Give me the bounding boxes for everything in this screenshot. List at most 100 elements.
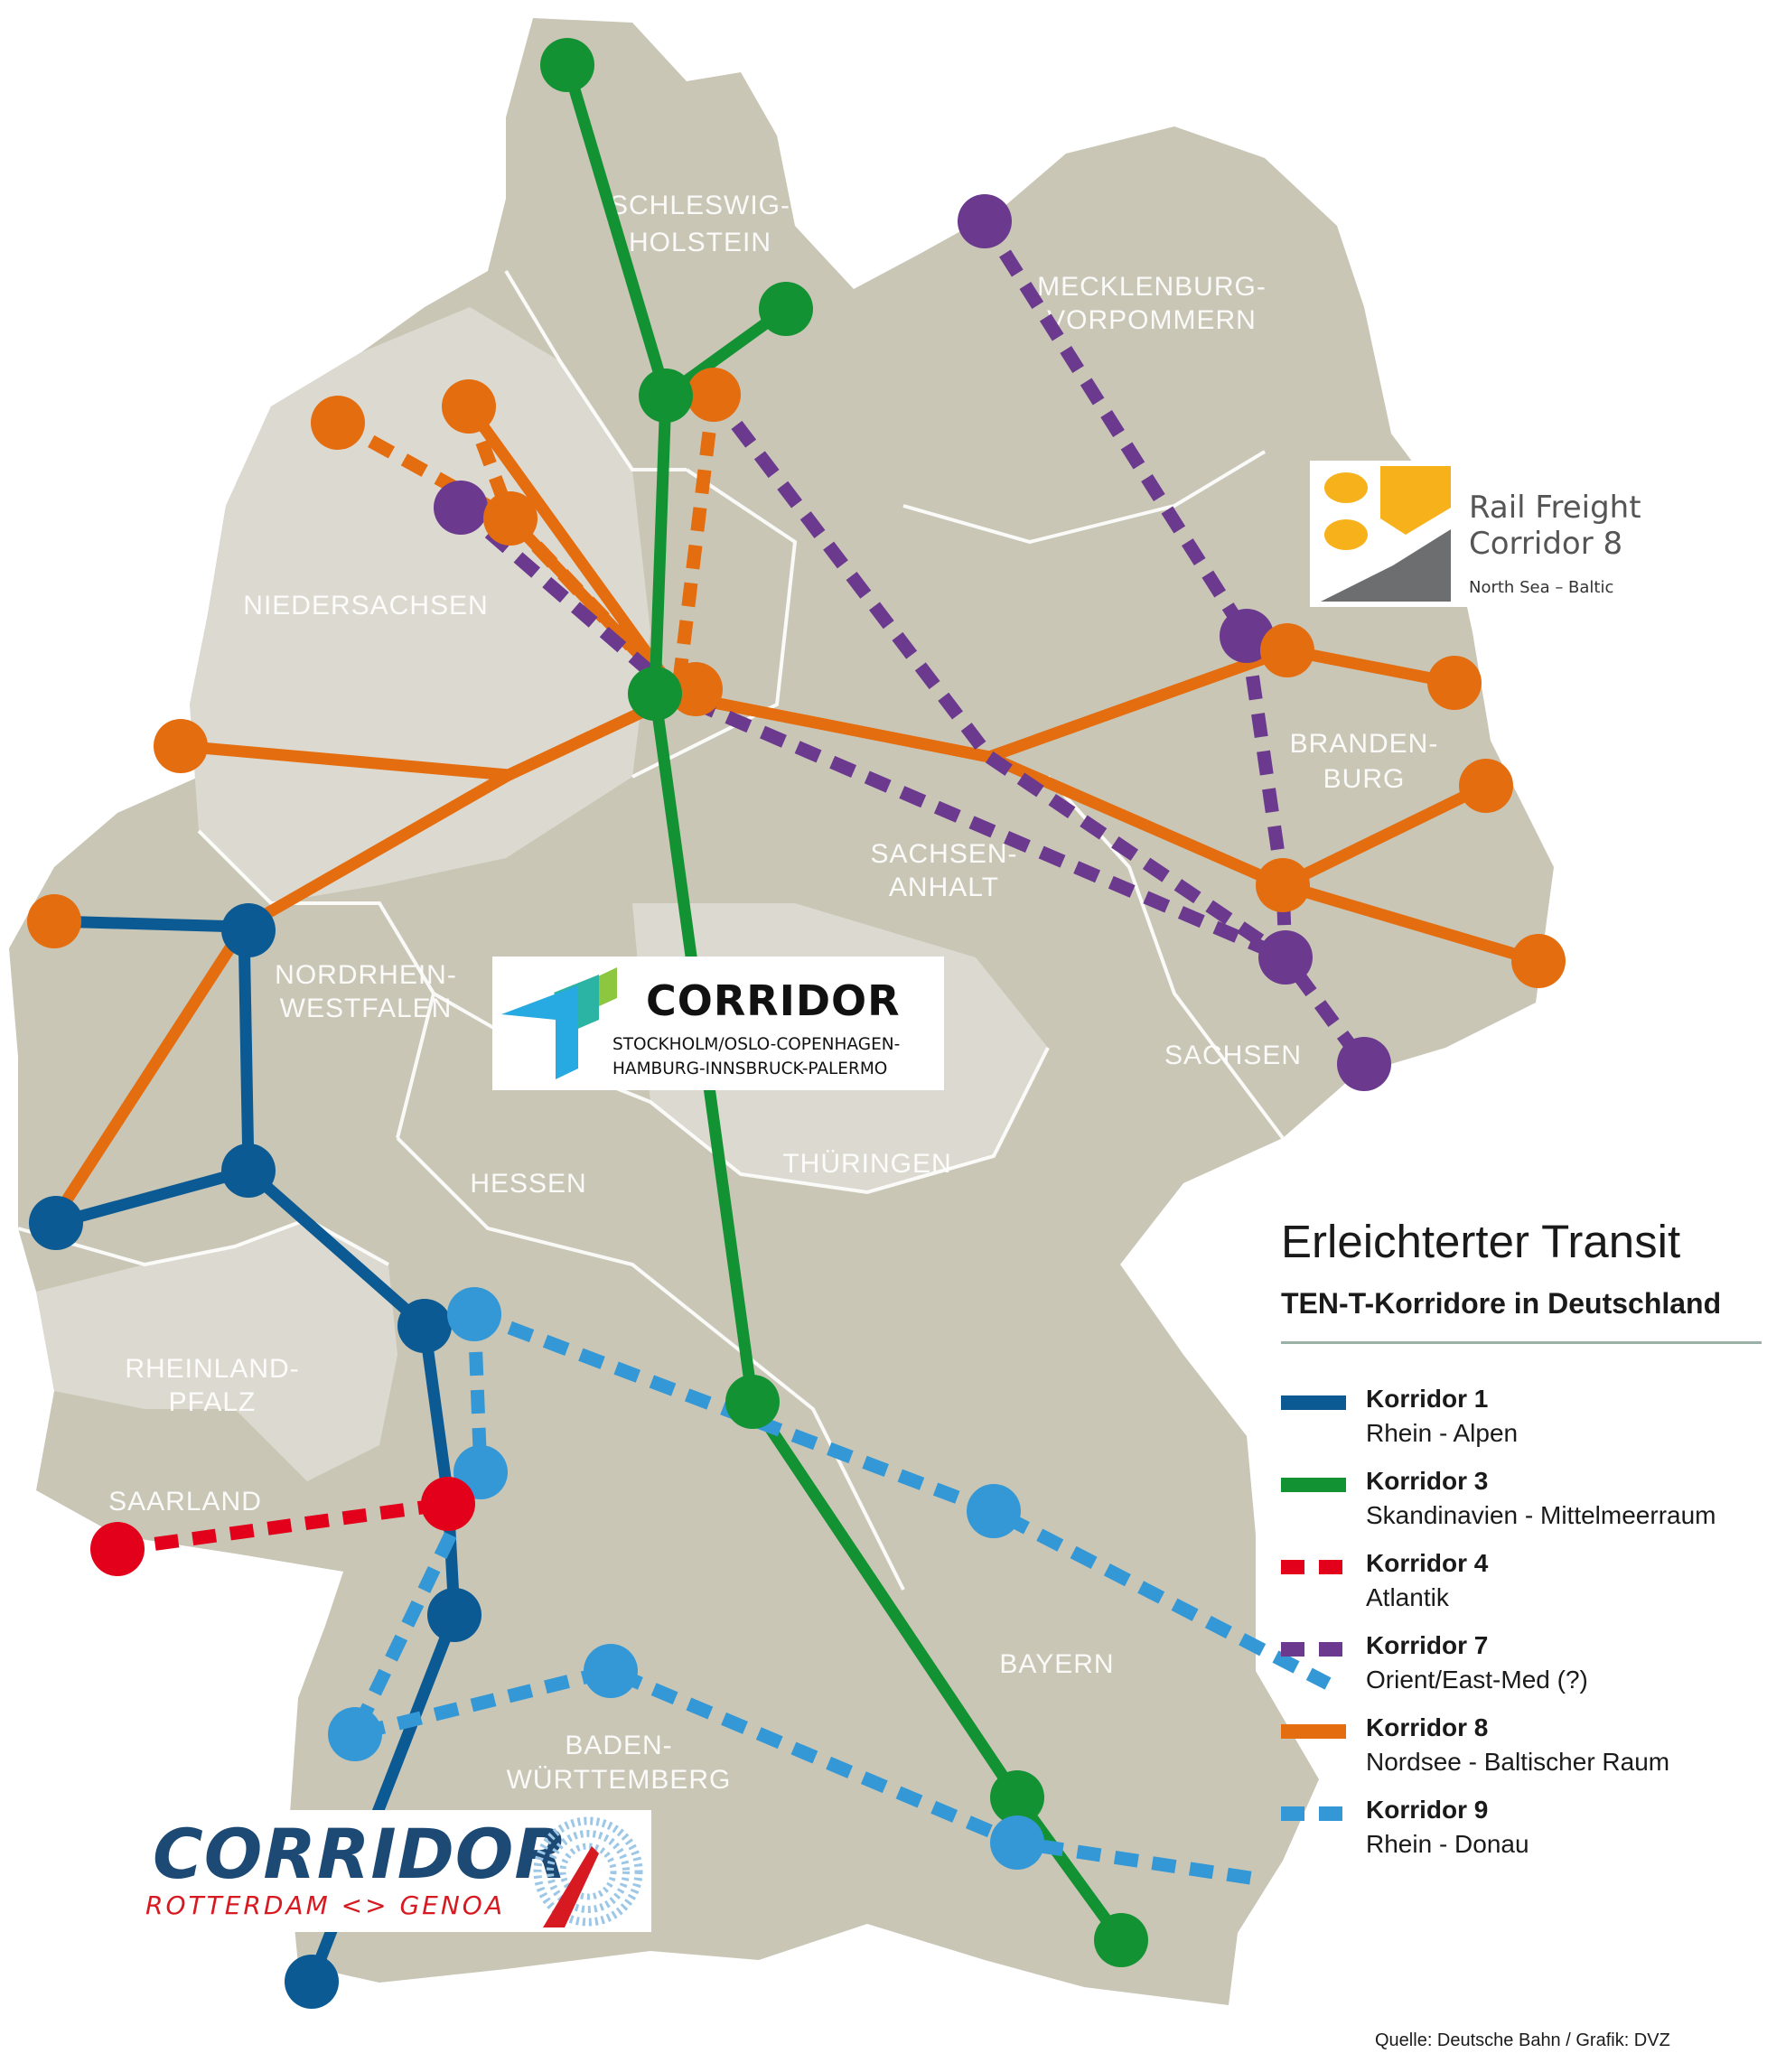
corridor-node-k8 <box>1260 623 1314 677</box>
corridor-node-k7 <box>1337 1037 1391 1091</box>
state-label: ANHALT <box>889 873 999 902</box>
state-label: HESSEN <box>470 1169 586 1199</box>
legend-entry-name: Korridor 3 <box>1366 1467 1489 1495</box>
scanmed-subtitle: STOCKHOLM/OSLO-COPENHAGEN- HAMBURG-INNSB… <box>612 1032 900 1081</box>
state-label: BAYERN <box>999 1649 1114 1679</box>
rhine-alpine-tunnel-icon <box>533 1816 643 1927</box>
corridor-node-k1 <box>285 1955 339 2009</box>
state-label: SACHSEN <box>1164 1041 1302 1070</box>
scanmed-route-line-2: HAMBURG-INNSBRUCK-PALERMO <box>612 1059 888 1078</box>
legend-entry-description: Atlantik <box>1366 1583 1449 1611</box>
state-label: BURG <box>1323 764 1406 794</box>
tunnel-rail <box>543 1846 599 1927</box>
state-label: RHEINLAND- <box>125 1354 299 1384</box>
rfc8-line-1: Rail Freight <box>1469 490 1641 526</box>
legend-entry-description: Nordsee - Baltischer Raum <box>1366 1748 1670 1776</box>
corridor-route-k8 <box>670 394 721 696</box>
corridor-node-k8 <box>1511 934 1566 988</box>
corridor-node-k9 <box>990 1815 1044 1870</box>
state-border <box>902 450 1267 545</box>
corridor-node-k3 <box>639 369 693 423</box>
corridor-route-k4 <box>116 1497 450 1556</box>
corridor-route-k1 <box>53 915 255 1229</box>
region-southwest <box>36 1219 397 1481</box>
corridor-route-k8 <box>676 689 1489 891</box>
tunnel-ring <box>533 1816 643 1927</box>
corridor-node-k1 <box>397 1299 452 1353</box>
tunnel-ring <box>559 1843 617 1900</box>
corridor-node-k8 <box>154 719 208 773</box>
corridor-node-k3 <box>1094 1913 1148 1967</box>
state-label: NIEDERSACHSEN <box>243 591 488 621</box>
state-label: BRANDEN- <box>1290 729 1439 759</box>
rhine-alpine-corridor-logo: CORRIDOR ROTTERDAM <> GENOA <box>144 1810 651 1932</box>
state-label: WESTFALEN <box>280 994 453 1023</box>
state-label: SCHLESWIG- <box>610 191 790 220</box>
scanmed-route-line-1: STOCKHOLM/OSLO-COPENHAGEN- <box>612 1035 901 1054</box>
legend-entry-name: Korridor 4 <box>1366 1549 1489 1577</box>
legend-entry-description: Skandinavien - Mittelmeerraum <box>1366 1501 1716 1529</box>
emblem-sun <box>1380 466 1451 535</box>
rfc8-emblem-icon <box>1321 466 1451 602</box>
rfc8-logo: Rail Freight Corridor 8 North Sea – Balt… <box>1310 461 1662 607</box>
region-east <box>768 506 1066 903</box>
scanmed-chevron-icon <box>501 967 617 1079</box>
rhine-alpine-subtitle: ROTTERDAM <> GENOA <box>145 1890 505 1920</box>
corridor-route-k7 <box>708 390 1290 964</box>
legend-entry-description: Orient/East-Med (?) <box>1366 1666 1588 1694</box>
emblem-track <box>1321 529 1451 602</box>
corridor-node-k1 <box>427 1588 481 1642</box>
corridor-node-k8 <box>442 379 496 434</box>
legend-swatch <box>1281 1478 1346 1492</box>
chevron-mark <box>501 985 578 1079</box>
legend-entry-name: Korridor 1 <box>1366 1385 1489 1413</box>
emblem-dot <box>1324 472 1368 503</box>
corridor-node-k8 <box>483 491 538 546</box>
state-label: WÜRTTEMBERG <box>507 1765 732 1795</box>
emblem-dot <box>1324 519 1368 550</box>
state-label: BADEN- <box>565 1731 672 1760</box>
corridor-node-k3 <box>540 38 594 92</box>
corridor-node-k4 <box>421 1477 475 1531</box>
rfc8-line-3: North Sea – Baltic <box>1469 578 1614 597</box>
state-label: MECKLENBURG- <box>1037 272 1267 302</box>
legend-entry-name: Korridor 8 <box>1366 1713 1489 1741</box>
corridor-node-k8 <box>1459 759 1513 813</box>
state-label: SAARLAND <box>108 1487 262 1517</box>
corridor-node-k8 <box>687 368 741 422</box>
corridor-node-k7 <box>958 194 1012 248</box>
legend-swatch <box>1281 1395 1346 1410</box>
state-label: PFALZ <box>169 1387 257 1417</box>
scanmed-title: CORRIDOR <box>646 976 901 1025</box>
legend-swatch <box>1281 1560 1346 1574</box>
rhine-alpine-title: CORRIDOR <box>153 1814 568 1894</box>
corridor-route-k8 <box>1281 879 1540 967</box>
legend-swatch <box>1281 1642 1346 1657</box>
corridor-node-k1 <box>29 1196 83 1250</box>
corridor-node-k4 <box>90 1522 145 1576</box>
state-label: HOLSTEIN <box>629 228 771 257</box>
state-label: THÜRINGEN <box>782 1149 951 1179</box>
corridor-node-k8 <box>311 396 365 450</box>
corridor-node-k3 <box>990 1770 1044 1825</box>
state-border <box>631 468 798 779</box>
state-border <box>396 1136 905 1591</box>
corridor-node-k9 <box>584 1644 638 1698</box>
corridor-node-k3 <box>628 667 682 721</box>
corridor-node-k7 <box>1220 609 1274 663</box>
legend-title: Erleichterter Transit <box>1281 1216 1681 1267</box>
corridor-route-k9 <box>472 1307 1332 1690</box>
legend-divider <box>1281 1341 1762 1344</box>
region-southeast <box>903 1265 1256 1770</box>
legend-entry: Korridor 8 Nordsee - Baltischer Raum <box>1281 1713 1760 1786</box>
legend-entry: Korridor 3 Skandinavien - Mittelmeerraum <box>1281 1467 1760 1539</box>
corridor-route-k8 <box>463 403 683 699</box>
corridor-node-k7 <box>434 481 488 535</box>
legend-swatch <box>1281 1724 1346 1739</box>
corridor-node-k8 <box>668 662 723 716</box>
tunnel-ring <box>547 1830 630 1913</box>
corridor-node-k1 <box>221 903 276 957</box>
